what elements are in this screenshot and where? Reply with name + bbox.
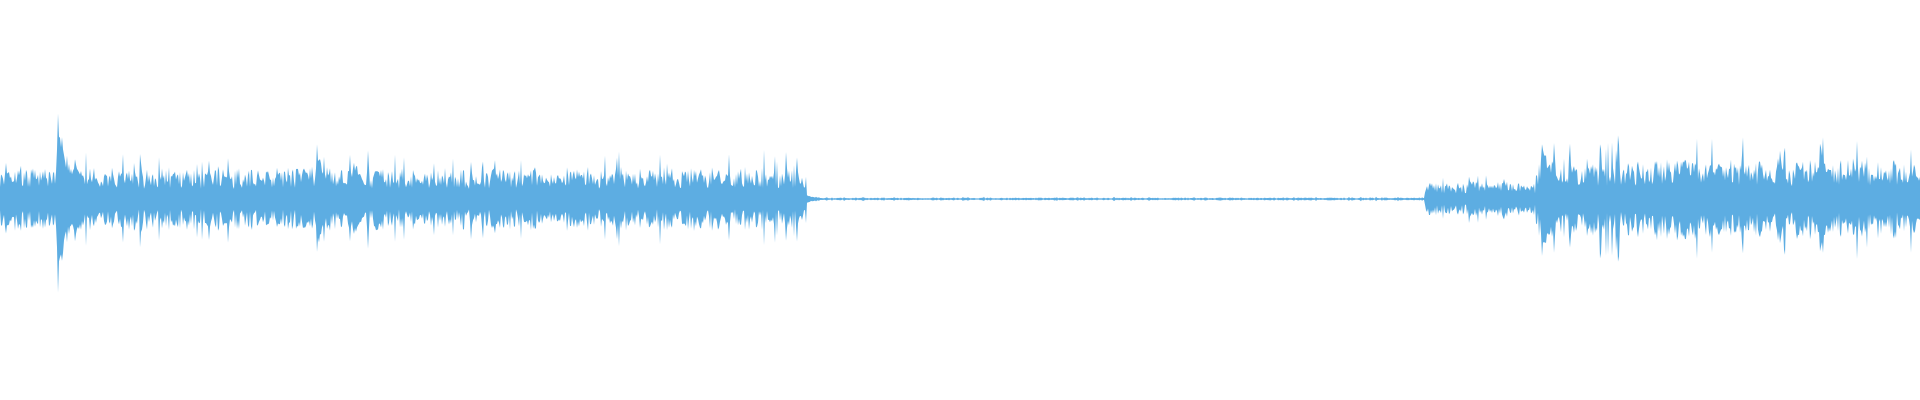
waveform-shape xyxy=(0,113,1920,293)
